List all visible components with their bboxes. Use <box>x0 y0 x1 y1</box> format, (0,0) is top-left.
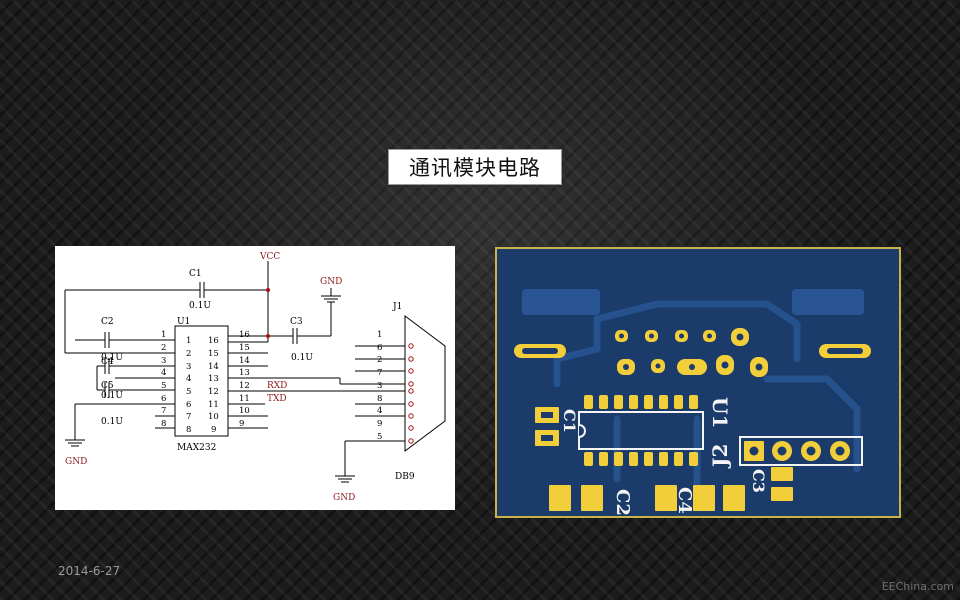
pcb-layout: U1 J2 C1 C2 C3 C4 <box>495 247 901 518</box>
pcb-svg: U1 J2 C1 C2 C3 C4 <box>497 249 899 516</box>
vcc-label: VCC <box>259 252 280 262</box>
ic-pin-inner: 13 <box>208 374 219 384</box>
ic-pin-inner: 16 <box>208 336 219 346</box>
slide-title: 通讯模块电路 <box>388 149 562 185</box>
pcb-label-c3: C3 <box>749 469 768 493</box>
c1-ref: C1 <box>189 269 202 279</box>
ic-pin-inner: 8 <box>186 425 191 435</box>
gnd-bottom-label: GND <box>333 493 355 503</box>
db9-pin-label: 5 <box>377 432 382 442</box>
c1-value: 0.1U <box>189 301 211 311</box>
ic-pin-inner: 3 <box>186 362 191 372</box>
c5-value: 0.1U <box>101 417 123 427</box>
gnd-left-label: GND <box>65 457 87 467</box>
ic-pin-inner: 7 <box>186 412 191 422</box>
ic-pin-outer: 2 <box>161 343 166 353</box>
schematic-diagram: VCC GND GND GND C1 0.1U C2 0.1U C3 0.1U … <box>55 246 455 510</box>
u1-ref: U1 <box>177 317 190 327</box>
pcb-label-c2: C2 <box>612 489 633 516</box>
ic-pin-outer: 8 <box>161 419 166 429</box>
ic-pin-outer: 12 <box>239 381 250 391</box>
j1-ref: J1 <box>392 302 402 312</box>
db9-pin-label: 9 <box>377 419 382 429</box>
c4-value: 0.1U <box>101 391 123 401</box>
ic-pin-outer: 16 <box>239 330 250 340</box>
ic-pin-inner: 9 <box>211 425 216 435</box>
c2-value: 0.1U <box>101 353 123 363</box>
db9-pin-label: 8 <box>377 394 382 404</box>
db9-pin-label: 3 <box>377 381 382 391</box>
ic-pin-inner: 11 <box>208 400 219 410</box>
ic-pin-outer: 7 <box>161 406 166 416</box>
c3-value: 0.1U <box>291 353 313 363</box>
rxd-label: RXD <box>267 381 287 391</box>
ic-pin-outer: 13 <box>239 368 250 378</box>
ic-pin-outer: 1 <box>161 330 166 340</box>
ic-pin-inner: 12 <box>208 387 219 397</box>
ic-pin-inner: 1 <box>186 336 191 346</box>
ic-pin-inner: 4 <box>186 374 191 384</box>
pcb-label-c4: C4 <box>674 487 695 514</box>
gnd-top-label: GND <box>320 277 342 287</box>
ic-pin-inner: 5 <box>186 387 191 397</box>
ic-pin-outer: 10 <box>239 406 250 416</box>
ic-pin-outer: 5 <box>161 381 166 391</box>
db9-name: DB9 <box>395 472 415 482</box>
ic-pin-inner: 14 <box>208 362 219 372</box>
pcb-label-u1: U1 <box>708 397 732 428</box>
ic-pin-inner: 15 <box>208 349 219 359</box>
c2-ref: C2 <box>101 317 114 327</box>
db9-pin-label: 7 <box>377 368 382 378</box>
c4-ref: C4 <box>101 357 114 367</box>
pcb-label-j2: J2 <box>708 444 732 469</box>
ic-pin-outer: 3 <box>161 356 166 366</box>
ic-pin-outer: 6 <box>161 394 166 404</box>
u1-name: MAX232 <box>177 443 216 453</box>
ic-pin-outer: 15 <box>239 343 250 353</box>
slide-date: 2014-6-27 <box>58 564 121 578</box>
db9-pin-label: 4 <box>377 406 382 416</box>
ic-pin-outer: 14 <box>239 356 250 366</box>
ic-pin-outer: 9 <box>239 419 244 429</box>
ic-pin-inner: 6 <box>186 400 191 410</box>
c5-ref: C5 <box>101 381 114 391</box>
txd-label: TXD <box>267 394 287 404</box>
db9-pin-label: 2 <box>377 355 382 365</box>
db9-pin-label: 1 <box>377 330 382 340</box>
c3-ref: C3 <box>290 317 303 327</box>
pcb-label-c1: C1 <box>560 409 579 433</box>
ic-pin-outer: 4 <box>161 368 166 378</box>
site-watermark: EEChina.com <box>881 580 954 593</box>
db9-pin-label: 6 <box>377 343 382 353</box>
ic-pin-inner: 2 <box>186 349 191 359</box>
schematic-svg: VCC GND GND GND C1 0.1U C2 0.1U C3 0.1U … <box>64 252 446 503</box>
ic-pin-inner: 10 <box>208 412 219 422</box>
ic-pin-outer: 11 <box>239 394 250 404</box>
